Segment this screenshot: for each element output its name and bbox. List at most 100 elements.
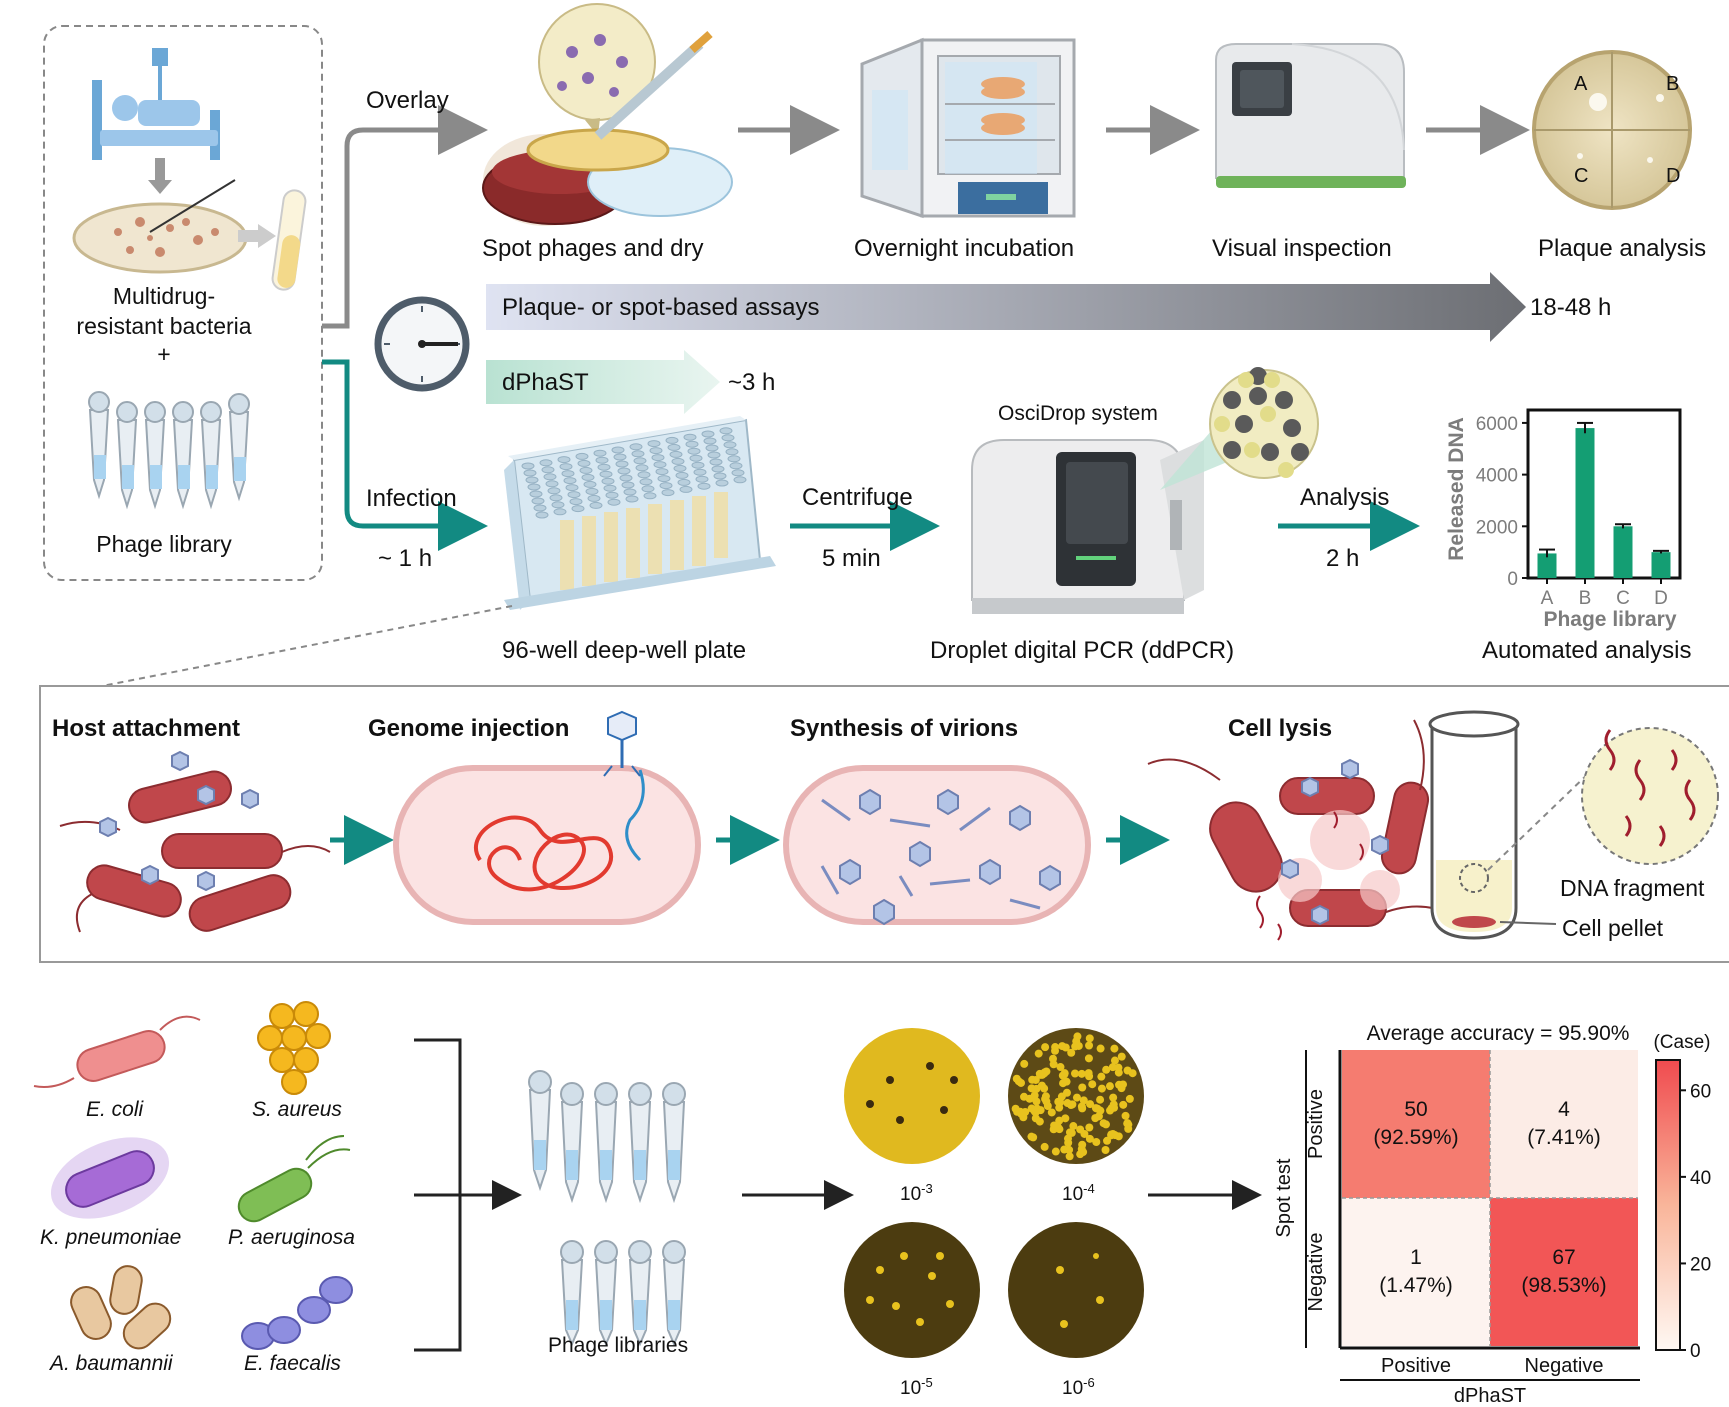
infection-label: Infection: [366, 485, 457, 512]
deep-well-plate-icon: [504, 416, 776, 610]
infection-time-label: ~ 1 h: [378, 545, 432, 572]
heatmap-row-label-negative: Negative: [1305, 1233, 1327, 1312]
colorbar-title: (Case): [1653, 1032, 1710, 1053]
plaque-analysis-label: Plaque analysis: [1538, 235, 1706, 262]
analysis-label: Analysis: [1300, 484, 1389, 511]
droplet-image-1e-3: [844, 1028, 980, 1164]
heatmap-cell-count-1-0: 1: [1410, 1246, 1422, 1269]
bar-D: [1651, 552, 1671, 578]
phage-tubes-icon: [88, 391, 250, 510]
cell-pellet-label: Cell pellet: [1562, 915, 1664, 941]
oscidrop-label: OsciDrop system: [998, 402, 1158, 425]
plus-sign: +: [157, 341, 170, 367]
dphast-bar-label: dPhaST: [502, 369, 589, 396]
bar-A: [1537, 553, 1557, 578]
a-baumannii-icon: [70, 1265, 172, 1350]
heatmap-cell-0-1: [1490, 1050, 1638, 1198]
colorbar-tick-label-0: 0: [1690, 1341, 1701, 1362]
k-pneumoniae-icon: [50, 1137, 170, 1219]
species-a-baumannii: A. baumannii: [48, 1352, 174, 1375]
synthesis-label: Synthesis of virions: [790, 715, 1018, 742]
plate-label-a: A: [1574, 73, 1588, 95]
heatmap-cell-count-1-1: 67: [1552, 1246, 1575, 1269]
species-panel: E. coli S. aureus K. pneumoniae P. aerug…: [33, 1001, 355, 1375]
phage-libraries-label: Phage libraries: [548, 1334, 688, 1357]
assay-time-label: 18-48 h: [1530, 294, 1611, 321]
species-e-coli: E. coli: [86, 1098, 145, 1121]
colorbar-tick-label-20: 20: [1690, 1254, 1711, 1275]
synthesis-illustration: [783, 765, 1091, 926]
ddpcr-label: Droplet digital PCR (ddPCR): [930, 637, 1234, 664]
genome-injection-illustration: [393, 710, 701, 925]
overnight-label: Overnight incubation: [854, 235, 1074, 262]
e-faecalis-icon: [241, 1276, 353, 1350]
dilution-label-3: 10-5: [900, 1375, 933, 1400]
heatmap-col-label-positive: Positive: [1381, 1355, 1451, 1377]
heatmap-col-axis-title: dPhaST: [1454, 1385, 1526, 1407]
heatmap-cell-count-0-1: 4: [1558, 1098, 1570, 1121]
phage-libraries-icon: [528, 1070, 686, 1347]
bar-C: [1613, 526, 1633, 578]
spot-phage-illustration: [482, 3, 733, 226]
bacteria-label-line1: Multidrug-: [113, 283, 215, 309]
droplet-image-1e-6: [1008, 1222, 1144, 1358]
visual-inspection-label: Visual inspection: [1212, 235, 1392, 262]
heatmap-cell-1-1: [1490, 1198, 1638, 1346]
dilution-label-4: 10-6: [1062, 1375, 1095, 1400]
hospital-bed-icon: [92, 48, 220, 160]
dphast-duration-bar: [486, 350, 720, 414]
colorbar-tick-label-60: 60: [1690, 1081, 1711, 1102]
inspection-device-icon: [1215, 43, 1406, 188]
heatmap-cell-count-0-0: 50: [1404, 1098, 1427, 1121]
colorbar: [1655, 1059, 1681, 1351]
ddpcr-device-icon: [971, 367, 1319, 614]
centrifuge-label: Centrifuge: [802, 484, 913, 511]
genome-injection-label: Genome injection: [368, 715, 569, 742]
cell-pellet-pointer: [1499, 921, 1557, 925]
species-k-pneumoniae: K. pneumoniae: [40, 1226, 181, 1249]
p-aeruginosa-icon: [237, 1135, 351, 1223]
colorbar-tick-label-40: 40: [1690, 1168, 1711, 1189]
heatmap-cell-pct-1-0: (1.47%): [1379, 1274, 1453, 1297]
heatmap-cell-0-0: [1342, 1050, 1490, 1198]
culture-tube-icon: [271, 189, 307, 291]
droplet-image-1e-5: [844, 1222, 980, 1358]
host-attachment-illustration: [59, 750, 331, 933]
heatmap-title: Average accuracy = 95.90%: [1367, 1022, 1630, 1045]
heatmap-cell-pct-0-1: (7.41%): [1527, 1126, 1601, 1149]
assay-duration-bar: [486, 272, 1526, 342]
clock-icon: [374, 296, 470, 392]
supernatant-tube-icon: [1428, 710, 1719, 940]
species-e-faecalis: E. faecalis: [244, 1352, 341, 1375]
heatmap-cell-pct-1-1: (98.53%): [1521, 1274, 1606, 1297]
overlay-label: Overlay: [366, 87, 449, 114]
dna-fragment-label: DNA fragment: [1560, 875, 1705, 901]
incubator-icon: [860, 37, 1076, 219]
analysis-time-label: 2 h: [1326, 545, 1359, 572]
e-coli-icon: [33, 1015, 201, 1088]
sample-panel: Multidrug- resistant bacteria + Phage li…: [43, 25, 323, 581]
dilution-label-1: 10-3: [900, 1181, 933, 1206]
bar-chart-frame: [1526, 408, 1682, 580]
phage-library-label: Phage library: [96, 531, 232, 557]
zoom-guide-line: [101, 605, 513, 687]
heatmap-row-label-positive: Positive: [1305, 1089, 1327, 1159]
s-aureus-icon: [257, 1001, 331, 1095]
bar-chart-ylabel: Released DNA: [1445, 417, 1468, 561]
plate-label-b: B: [1666, 73, 1679, 95]
dilution-label-2: 10-4: [1062, 1181, 1095, 1206]
heatmap-row-axis-title: Spot test: [1273, 1158, 1295, 1237]
species-p-aeruginosa: P. aeruginosa: [228, 1226, 355, 1249]
species-s-aureus: S. aureus: [252, 1098, 342, 1121]
droplet-images: 10-3 10-4 10-5 10-6: [844, 1028, 1144, 1399]
cell-lysis-illustration: [1147, 719, 1453, 941]
plate-96-label: 96-well deep-well plate: [502, 637, 746, 664]
petri-dish-icon: [72, 179, 248, 274]
automated-analysis-label: Automated analysis: [1482, 637, 1691, 664]
droplet-image-1e-4: [1008, 1028, 1144, 1164]
confusion-matrix-heatmap: Average accuracy = 95.90% 50(92.59%)4(7.…: [1273, 1022, 1711, 1407]
ytick-label-0: 0: [1507, 569, 1518, 590]
cell-lysis-label: Cell lysis: [1228, 715, 1332, 742]
